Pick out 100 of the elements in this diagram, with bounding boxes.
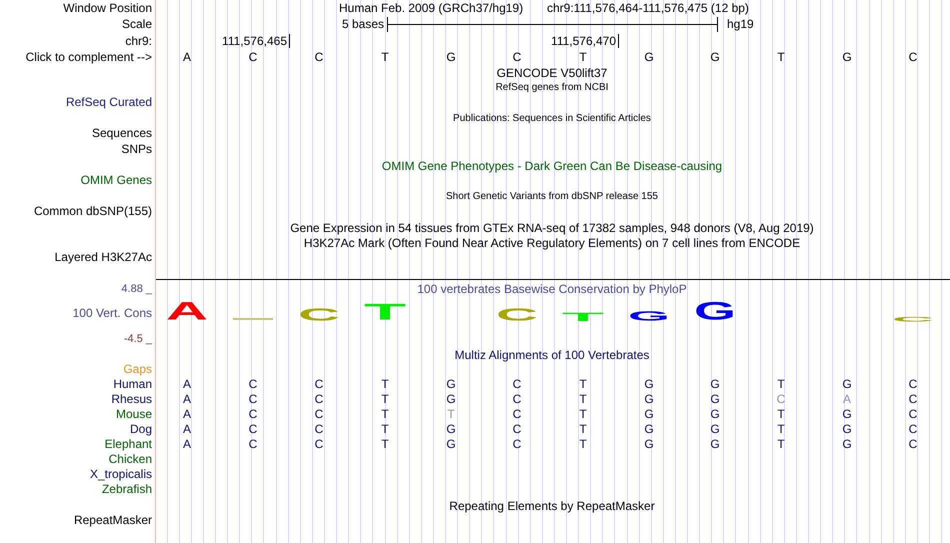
aligned-base: G xyxy=(446,392,456,406)
assembly-info: Human Feb. 2009 (GRCh37/hg19) xyxy=(339,1,524,15)
track-label: OMIM Genes xyxy=(80,173,152,187)
coordinate-label: 111,576,465 xyxy=(222,34,287,48)
track-title: Repeating Elements by RepeatMasker xyxy=(449,499,655,513)
track-label: Dog xyxy=(130,422,152,436)
track-label: 100 Vert. Cons xyxy=(72,306,152,320)
track-title: H3K27Ac Mark (Often Found Near Active Regulatory Elements) on 7 cell lines from ENCODE xyxy=(304,236,800,250)
track-label: Sequences xyxy=(92,126,152,140)
aligned-base: G xyxy=(644,422,654,436)
aligned-base: C xyxy=(314,392,324,406)
position-range: chr9:111,576,464-111,576,475 (12 bp) xyxy=(547,1,749,15)
track-label: SNPs xyxy=(121,142,152,156)
track-title: GENCODE V50lift37 xyxy=(496,66,608,80)
aligned-base: G xyxy=(710,437,720,451)
base-letter: G xyxy=(644,50,654,64)
conservation-base-letter: G xyxy=(628,312,670,322)
aligned-base: C xyxy=(908,407,918,421)
aligned-base: A xyxy=(843,392,851,406)
aligned-base: T xyxy=(579,422,587,436)
track-label: Layered H3K27Ac xyxy=(54,250,152,264)
aligned-base: T xyxy=(579,377,587,391)
track-label: chr9: xyxy=(125,34,152,48)
aligned-base: T xyxy=(579,392,587,406)
aligned-base: T xyxy=(579,407,587,421)
conservation-base-letter: C xyxy=(298,309,340,322)
aligned-base: T xyxy=(381,377,389,391)
conservation-base-letter: A xyxy=(166,303,208,322)
aligned-base: T xyxy=(777,407,785,421)
aligned-base: T xyxy=(381,437,389,451)
track-label: Common dbSNP(155) xyxy=(34,204,152,218)
conservation-base-letter: T xyxy=(364,305,406,322)
aligned-base: G xyxy=(446,377,456,391)
aligned-base: C xyxy=(908,392,918,406)
aligned-base: G xyxy=(842,377,852,391)
base-letter: C xyxy=(248,50,258,64)
aligned-base: C xyxy=(908,422,918,436)
aligned-base: C xyxy=(512,422,522,436)
aligned-base: G xyxy=(644,392,654,406)
track-title: Multiz Alignments of 100 Vertebrates xyxy=(454,348,650,362)
scale-label: 5 bases xyxy=(342,17,384,31)
aligned-base: T xyxy=(777,437,785,451)
base-letter: T xyxy=(381,50,389,64)
aligned-base: C xyxy=(248,377,258,391)
aligned-base: G xyxy=(644,407,654,421)
track-label: Scale xyxy=(122,17,152,31)
base-letter: C xyxy=(314,50,324,64)
aligned-base: C xyxy=(248,437,258,451)
base-letter: A xyxy=(183,50,191,64)
aligned-base: A xyxy=(183,437,191,451)
track-title: RefSeq genes from NCBI xyxy=(496,81,608,95)
aligned-base: C xyxy=(512,437,522,451)
assembly-label: hg19 xyxy=(727,17,754,31)
coordinate-label: 111,576,470 xyxy=(551,34,616,48)
aligned-base: C xyxy=(512,407,522,421)
aligned-base: A xyxy=(183,392,191,406)
track-label: Zebrafish xyxy=(102,482,152,496)
aligned-base: T xyxy=(381,392,389,406)
aligned-base: T xyxy=(579,437,587,451)
aligned-base: T xyxy=(381,407,389,421)
base-letter: G xyxy=(446,50,456,64)
aligned-base: G xyxy=(710,392,720,406)
aligned-base: G xyxy=(710,377,720,391)
aligned-base: C xyxy=(314,437,324,451)
base-letter: G xyxy=(842,50,852,64)
aligned-base: C xyxy=(314,377,324,391)
aligned-base: C xyxy=(512,377,522,391)
track-label: RefSeq Curated xyxy=(66,95,152,109)
aligned-base: G xyxy=(446,437,456,451)
conservation-base-letter: T xyxy=(562,313,604,322)
aligned-base: C xyxy=(908,437,918,451)
aligned-base: G xyxy=(644,437,654,451)
aligned-base: A xyxy=(183,422,191,436)
base-letter: G xyxy=(710,50,720,64)
aligned-base: C xyxy=(248,392,258,406)
aligned-base: G xyxy=(710,407,720,421)
aligned-base: C xyxy=(314,407,324,421)
track-label: Human xyxy=(113,377,152,391)
track-label: Gaps xyxy=(123,362,152,376)
aligned-base: T xyxy=(777,377,785,391)
aligned-base: C xyxy=(512,392,522,406)
conservation-base-letter: C xyxy=(496,309,538,322)
aligned-base: T xyxy=(381,422,389,436)
track-label: Click to complement --> xyxy=(26,50,152,64)
track-title: OMIM Gene Phenotypes - Dark Green Can Be Disease-causing xyxy=(382,159,722,173)
base-letter: T xyxy=(579,50,587,64)
aligned-base: G xyxy=(710,422,720,436)
base-letter: C xyxy=(512,50,522,64)
aligned-base: G xyxy=(842,407,852,421)
track-label: Rhesus xyxy=(111,392,152,406)
aligned-base: G xyxy=(842,437,852,451)
aligned-base: G xyxy=(644,377,654,391)
aligned-base: C xyxy=(314,422,324,436)
track-title: Publications: Sequences in Scientific Articles xyxy=(453,112,651,126)
track-label: X_tropicalis xyxy=(90,467,152,481)
axis-value: -4.5 _ xyxy=(124,332,152,346)
base-letter: C xyxy=(908,50,918,64)
aligned-base: A xyxy=(183,377,191,391)
base-letter: T xyxy=(777,50,785,64)
track-title: 100 vertebrates Basewise Conservation by PhyloP xyxy=(417,282,687,296)
